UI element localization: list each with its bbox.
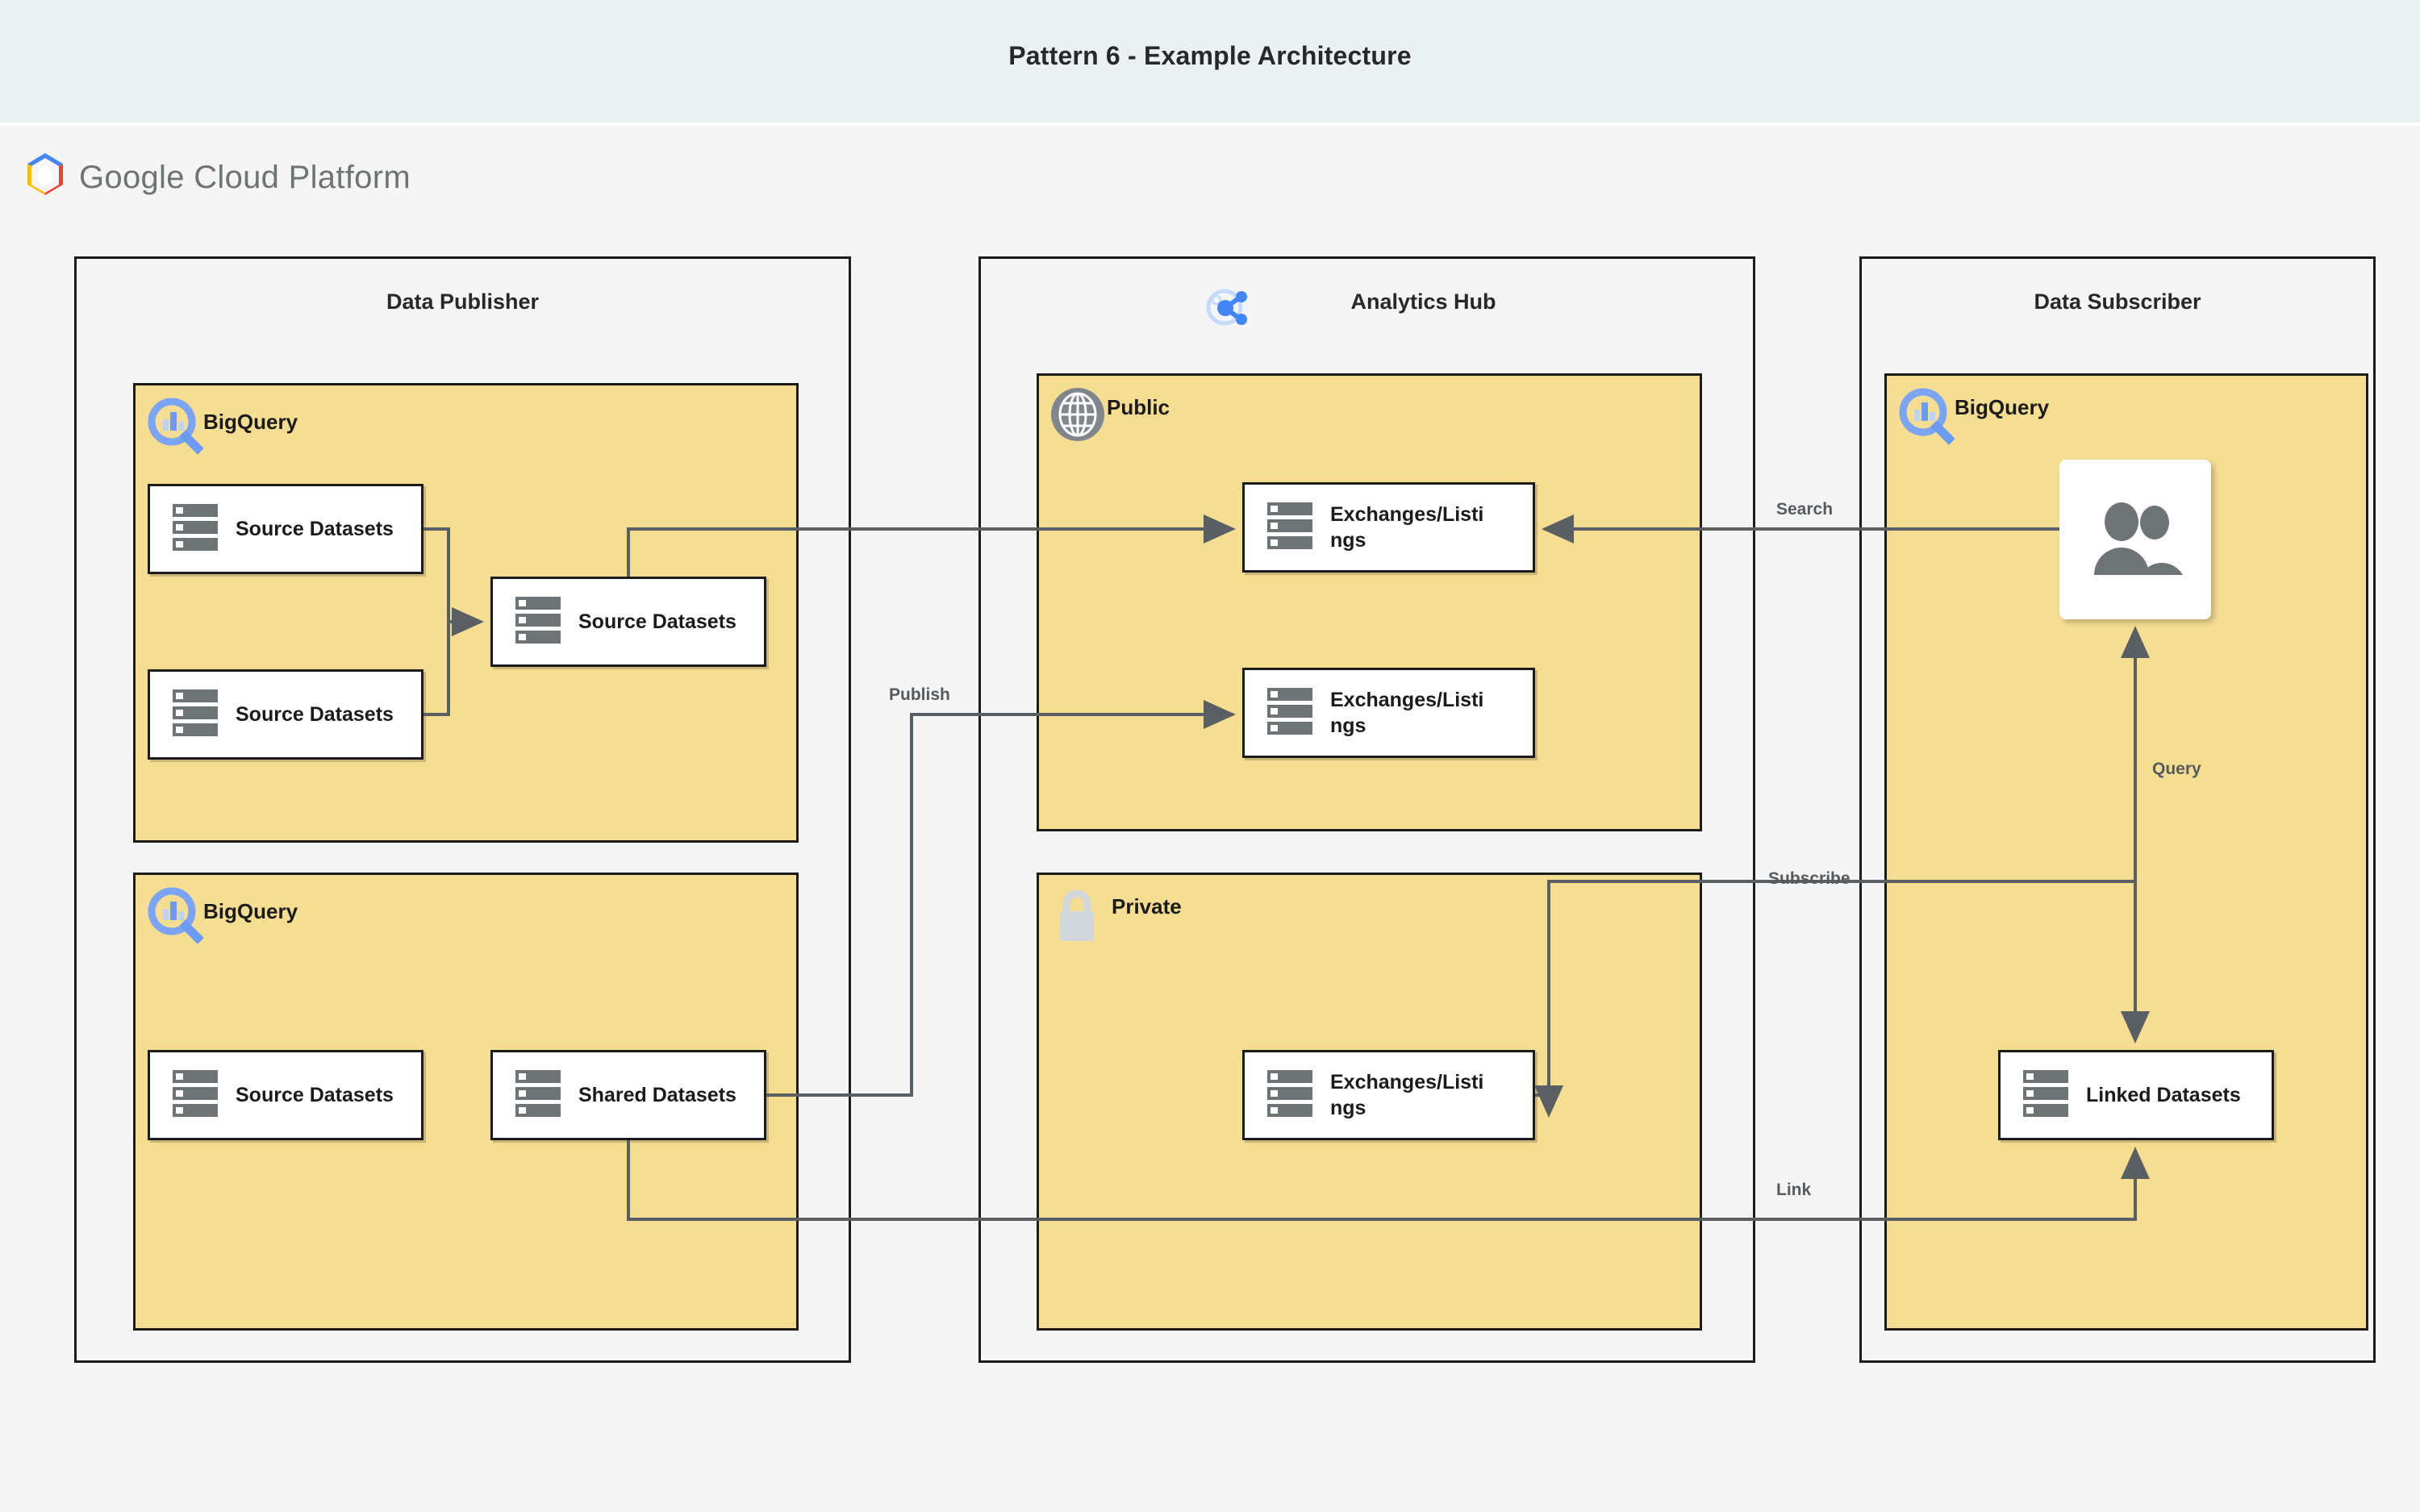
node-source-datasets[interactable]: Source Datasets (148, 1050, 424, 1140)
dataset-icon (1267, 501, 1312, 555)
users-icon (2088, 501, 2183, 579)
gcp-wordmark: Google Cloud Platform (79, 160, 411, 196)
node-label: Source Datasets (236, 703, 394, 726)
node-source-datasets[interactable]: Source Datasets (148, 484, 424, 574)
gcp-word-google: Google (79, 159, 185, 195)
title-bar: Pattern 6 - Example Architecture (0, 0, 2420, 123)
node-users[interactable] (2059, 460, 2211, 619)
dataset-icon (515, 1068, 561, 1123)
google-cloud-platform-logo: Google Cloud Platform (23, 149, 411, 206)
node-label: Exchanges/Listings (1330, 503, 1484, 552)
node-exchanges-listings[interactable]: Exchanges/Listings (1242, 668, 1535, 758)
dataset-icon (173, 1068, 218, 1123)
zone-title-analytics-hub: Analytics Hub (1350, 289, 1496, 314)
group-label-public: Public (1107, 395, 1170, 419)
globe-icon (1049, 385, 1107, 448)
group-label-bigquery: BigQuery (203, 410, 298, 434)
dataset-icon (1267, 686, 1312, 740)
bigquery-icon (147, 397, 204, 459)
node-source-datasets[interactable]: Source Datasets (148, 669, 424, 760)
dataset-icon (173, 502, 218, 556)
node-label: Shared Datasets (578, 1084, 736, 1106)
edge-label-subscribe: Subscribe (1768, 869, 1850, 888)
node-source-datasets[interactable]: Source Datasets (490, 577, 766, 667)
gcp-hexagon-icon (23, 152, 68, 203)
edge-label-query: Query (2152, 760, 2201, 778)
page-title: Pattern 6 - Example Architecture (1008, 41, 1412, 70)
lock-icon (1054, 886, 1100, 948)
group-public[interactable]: Public (1037, 373, 1702, 831)
node-label: Linked Datasets (2086, 1084, 2241, 1106)
group-label-bigquery: BigQuery (203, 899, 298, 923)
edge-label-search: Search (1776, 500, 1834, 519)
dataset-icon (1267, 1068, 1312, 1123)
bigquery-icon (147, 886, 204, 948)
dataset-icon (2023, 1068, 2068, 1123)
edge-label-link: Link (1776, 1181, 1812, 1199)
gcp-word-cloud-platform: Cloud Platform (194, 159, 411, 195)
group-label-private: Private (1112, 894, 1182, 918)
dataset-icon (515, 595, 561, 649)
node-label: Source Datasets (578, 610, 736, 633)
dataset-icon (173, 688, 218, 742)
zone-title-data-publisher: Data Publisher (386, 289, 540, 314)
node-label: Exchanges/Listings (1330, 1071, 1484, 1119)
zone-title-data-subscriber: Data Subscriber (2034, 289, 2201, 314)
bigquery-icon (1898, 387, 1955, 449)
edge-label-publish: Publish (889, 685, 950, 704)
node-exchanges-listings[interactable]: Exchanges/Listings (1242, 1050, 1535, 1140)
node-label: Source Datasets (236, 518, 394, 540)
group-label-bigquery: BigQuery (1955, 395, 2050, 419)
node-exchanges-listings[interactable]: Exchanges/Listings (1242, 482, 1535, 573)
node-label: Source Datasets (236, 1084, 394, 1106)
analytics-hub-icon (1203, 281, 1253, 331)
node-shared-datasets[interactable]: Shared Datasets (490, 1050, 766, 1140)
node-label: Exchanges/Listings (1330, 689, 1484, 737)
node-linked-datasets[interactable]: Linked Datasets (1998, 1050, 2274, 1140)
